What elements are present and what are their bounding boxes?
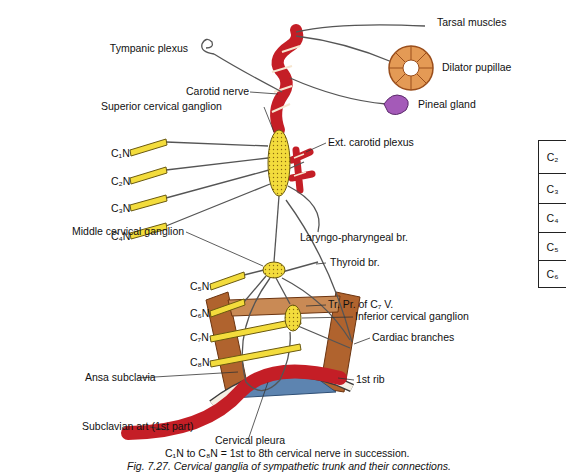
segment-label: C₄ bbox=[547, 212, 559, 224]
part-label: Tarsal muscles bbox=[437, 16, 506, 29]
segment-label: C₂ bbox=[547, 151, 559, 163]
part-label: Cervical pleura bbox=[215, 434, 285, 447]
part-label: Inferior cervical ganglion bbox=[355, 310, 469, 323]
superior-ganglion bbox=[268, 130, 290, 196]
part-label: C₆N bbox=[190, 307, 209, 320]
part-label: C₅N bbox=[190, 280, 209, 293]
note-text: C₁N to C₈N = 1st to 8th cervical nerve i… bbox=[165, 447, 410, 460]
segment-box: C₃ bbox=[538, 173, 566, 203]
iris-symbol bbox=[389, 46, 433, 90]
part-label: Cardiac branches bbox=[372, 331, 454, 344]
part-label: Ansa subclavia bbox=[85, 371, 156, 384]
middle-ganglion bbox=[263, 262, 285, 278]
tympanic-curl bbox=[202, 39, 214, 54]
segment-label: C₃ bbox=[547, 183, 559, 195]
part-label: Laryngo-pharyngeal br. bbox=[300, 231, 408, 244]
part-label: C₁N bbox=[111, 147, 130, 160]
part-label: Tympanic plexus bbox=[110, 42, 188, 55]
segment-box: C₆ bbox=[538, 260, 566, 288]
part-label: Ext. carotid plexus bbox=[328, 136, 414, 149]
part-label: 1st rib bbox=[356, 373, 385, 386]
segment-box: C₄ bbox=[538, 203, 566, 232]
segment-label: C₆ bbox=[547, 268, 559, 280]
part-label: Middle cervical ganglion bbox=[72, 225, 184, 238]
part-label: C₂N bbox=[111, 175, 130, 188]
part-label: Tr. Pr. of C₇ V. bbox=[328, 298, 393, 311]
segment-box: C₂ bbox=[538, 140, 566, 173]
figure-caption: Fig. 7.27. Cervical ganglia of sympathet… bbox=[127, 460, 451, 472]
part-label: Dilator pupillae bbox=[442, 61, 511, 74]
part-label: C₈N bbox=[190, 356, 210, 369]
part-label: Thyroid br. bbox=[330, 256, 380, 269]
part-label: C₇N bbox=[190, 331, 209, 344]
inferior-ganglion bbox=[285, 305, 301, 331]
segment-box: C₅ bbox=[538, 232, 566, 260]
part-label: Superior cervical ganglion bbox=[101, 100, 222, 113]
part-label: Subclavian art (1st part) bbox=[82, 420, 193, 433]
part-label: C₃N bbox=[111, 202, 130, 215]
pineal-symbol bbox=[384, 95, 408, 115]
segment-label: C₅ bbox=[547, 241, 559, 253]
part-label: Pineal gland bbox=[418, 98, 476, 111]
part-label: Carotid nerve bbox=[186, 85, 249, 98]
